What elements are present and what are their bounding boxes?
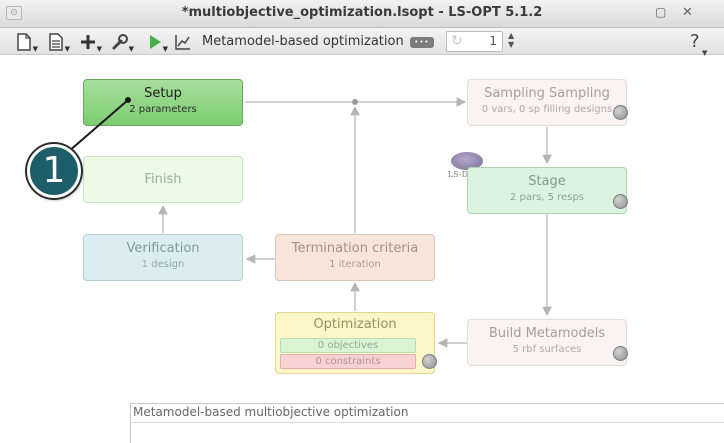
optimization-node[interactable]: Optimization 0 objectives 0 constraints [275,312,435,374]
ls-dyna-label: LS-DYNA [446,170,488,179]
toolbar: ▼ ▼ ▼ ▼ ▼ Metamodel-based optimization •… [0,28,724,57]
verification-title: Verification [126,241,200,256]
setup-node[interactable]: Setup 2 parameters [83,79,243,126]
sampling-title: Sampling Sampling [484,86,610,101]
build-gear-icon[interactable] [613,346,628,361]
sampling-gear-icon[interactable] [613,105,628,120]
new-file-icon[interactable]: ▼ [14,32,38,53]
more-options-button[interactable]: ••• [410,37,434,48]
setup-title: Setup [144,86,182,101]
loop-icon: ↻ [451,33,463,49]
optimization-title: Optimization [313,317,397,332]
sampling-node[interactable]: Sampling Sampling 0 vars, 0 sp filling d… [467,79,627,126]
title-bar: ⊙ *multiobjective_optimization.lsopt - L… [0,0,724,28]
constraints-row[interactable]: 0 constraints [280,354,416,369]
minimize-button[interactable]: ▢ [655,5,667,19]
description-divider [131,422,724,423]
verification-node[interactable]: Verification 1 design [83,234,243,281]
add-icon[interactable]: ▼ [78,32,102,53]
chart-icon[interactable] [174,32,192,52]
stage-title: Stage [528,174,566,189]
termination-node[interactable]: Termination criteria 1 iteration [275,234,435,281]
iteration-value: 1 [489,34,497,48]
build-subtitle: 5 rbf surfaces [512,344,582,355]
description-panel: Metamodel-based multiobjective optimizat… [130,403,724,443]
close-button[interactable]: ✕ [682,5,693,20]
iteration-input[interactable]: ↻ 1 [446,31,503,52]
objectives-row[interactable]: 0 objectives [280,338,416,353]
description-text: Metamodel-based multiobjective optimizat… [133,405,409,419]
workflow-connectors [158,97,552,348]
document-icon[interactable]: ▼ [46,32,70,53]
build-title: Build Metamodels [488,326,606,341]
termination-subtitle: 1 iteration [329,259,381,270]
help-icon[interactable]: ?▼ [690,31,708,57]
build-metamodels-node[interactable]: Build Metamodels 5 rbf surfaces [467,319,627,366]
optimization-gear-icon[interactable] [422,354,437,369]
wrench-icon[interactable]: ▼ [110,32,134,53]
globe-icon [451,152,483,170]
setup-subtitle: 2 parameters [129,104,197,115]
sampling-subtitle: 0 vars, 0 sp filling designs [481,104,613,115]
finish-node[interactable]: Finish [83,156,243,203]
finish-title: Finish [144,172,182,187]
stage-gear-icon[interactable] [613,194,628,209]
stage-node[interactable]: Stage 2 pars, 5 resps [467,167,627,214]
app-icon: ⊙ [6,6,22,20]
mode-label: Metamodel-based optimization [202,34,404,49]
ls-dyna-logo: LS-DYNA [446,152,488,184]
stage-subtitle: 2 pars, 5 resps [509,192,585,203]
window-title: *multiobjective_optimization.lsopt - LS-… [181,5,543,20]
callout-badge: 1 [27,144,81,198]
termination-title: Termination criteria [291,241,419,256]
verification-subtitle: 1 design [141,259,185,270]
run-icon[interactable]: ▼ [146,32,168,53]
iteration-stepper[interactable]: ▲▼ [508,31,515,49]
